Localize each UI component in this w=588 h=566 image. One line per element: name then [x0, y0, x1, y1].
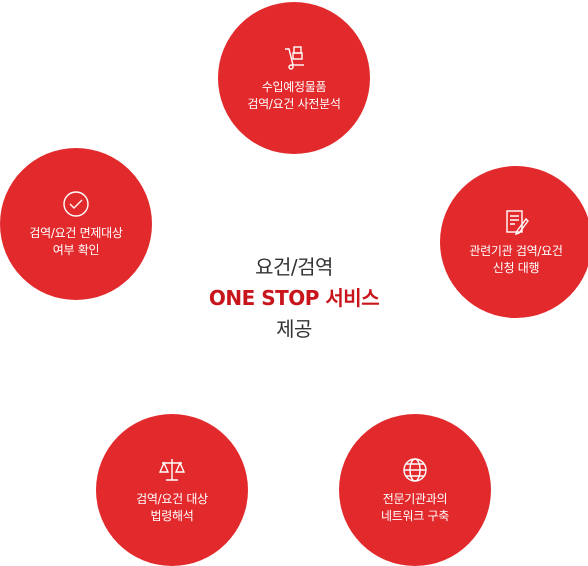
service-circle-exemption: 검역/요건 면제대상 여부 확인 [0, 148, 152, 300]
service-label-line2: 신청 대행 [492, 261, 540, 275]
service-label-line1: 검역/요건 면제대상 [29, 226, 123, 240]
service-label-line2: 법령해석 [150, 509, 194, 523]
center-title-highlight: ONE STOP 서비스 [208, 286, 380, 310]
center-title-line1: 요건/검역 [255, 255, 333, 279]
globe-icon [400, 455, 430, 485]
service-label-line2: 검역/요건 사전분석 [247, 97, 341, 111]
document-edit-icon [501, 207, 531, 237]
service-label-line2: 여부 확인 [52, 243, 100, 257]
service-circle-application: 관련기관 검역/요건 신청 대행 [440, 166, 588, 318]
check-circle-icon [61, 189, 91, 219]
hand-truck-icon [279, 43, 309, 73]
center-title-line3: 제공 [276, 317, 312, 341]
scales-icon [157, 455, 187, 485]
service-label-line1: 수입예정물품 [261, 80, 327, 94]
service-circle-network: 전문기관과의 네트워크 구축 [339, 414, 491, 566]
service-label-line1: 전문기관과의 [382, 492, 448, 506]
service-label-line1: 관련기관 검역/요건 [469, 244, 563, 258]
service-circle-preanalysis: 수입예정물품 검역/요건 사전분석 [218, 2, 370, 154]
center-title: 요건/검역 ONE STOP 서비스 제공 [194, 252, 394, 345]
service-label-line1: 검역/요건 대상 [136, 492, 208, 506]
service-circle-legal: 검역/요건 대상 법령해석 [96, 414, 248, 566]
service-label-line2: 네트워크 구축 [381, 509, 449, 523]
